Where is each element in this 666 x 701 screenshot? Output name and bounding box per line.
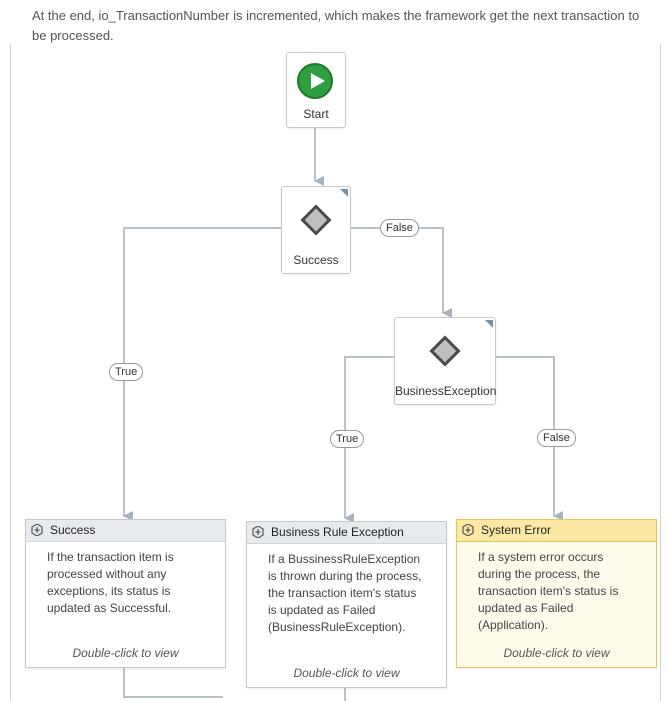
activity-card-success[interactable]: Success If the transaction item is proce… xyxy=(25,519,226,668)
start-node[interactable]: Start xyxy=(286,52,346,128)
edge-label-business-true: True xyxy=(330,430,365,448)
decision-business-exception[interactable]: BusinessException xyxy=(394,317,496,405)
card-title: Success xyxy=(50,523,96,537)
card-footer[interactable]: Double-click to view xyxy=(503,646,610,660)
connector-business-false xyxy=(495,356,563,521)
activity-card-business-rule-exception[interactable]: Business Rule Exception If a BussinessRu… xyxy=(246,521,447,688)
decision-success[interactable]: Success xyxy=(281,186,351,274)
connector-tail-success xyxy=(123,667,223,698)
edge-label-success-false: False xyxy=(380,219,419,237)
card-footer[interactable]: Double-click to view xyxy=(293,666,400,680)
decision-diamond-icon xyxy=(300,204,332,236)
decision-label: BusinessException xyxy=(395,384,497,398)
edge-label-success-true: True xyxy=(109,363,144,381)
corner-marker xyxy=(340,189,348,197)
card-header: System Error xyxy=(457,520,656,542)
activity-card-system-error[interactable]: System Error If a system error occurs du… xyxy=(456,519,657,668)
description-text: At the end, io_TransactionNumber is incr… xyxy=(32,8,640,43)
card-footer[interactable]: Double-click to view xyxy=(72,646,179,660)
edge-label-business-false: False xyxy=(537,429,576,447)
card-body: If a BussinessRuleException is thrown du… xyxy=(268,552,422,634)
connector-success-true xyxy=(123,227,281,521)
start-label: Start xyxy=(303,107,329,121)
connector-success-false xyxy=(350,227,452,318)
connector-business-true xyxy=(344,356,394,523)
decision-diamond-icon xyxy=(429,335,461,367)
activity-icon xyxy=(252,526,264,538)
corner-marker xyxy=(485,320,493,328)
card-title: System Error xyxy=(481,523,552,537)
activity-icon xyxy=(31,524,43,536)
card-header: Business Rule Exception xyxy=(247,522,446,544)
decision-label: Success xyxy=(293,253,339,267)
card-body: If the transaction item is processed wit… xyxy=(47,550,174,615)
card-header: Success xyxy=(26,520,225,542)
card-title: Business Rule Exception xyxy=(271,525,404,539)
activity-icon xyxy=(462,524,474,536)
play-icon xyxy=(297,63,333,99)
card-body: If a system error occurs during the proc… xyxy=(478,550,619,632)
